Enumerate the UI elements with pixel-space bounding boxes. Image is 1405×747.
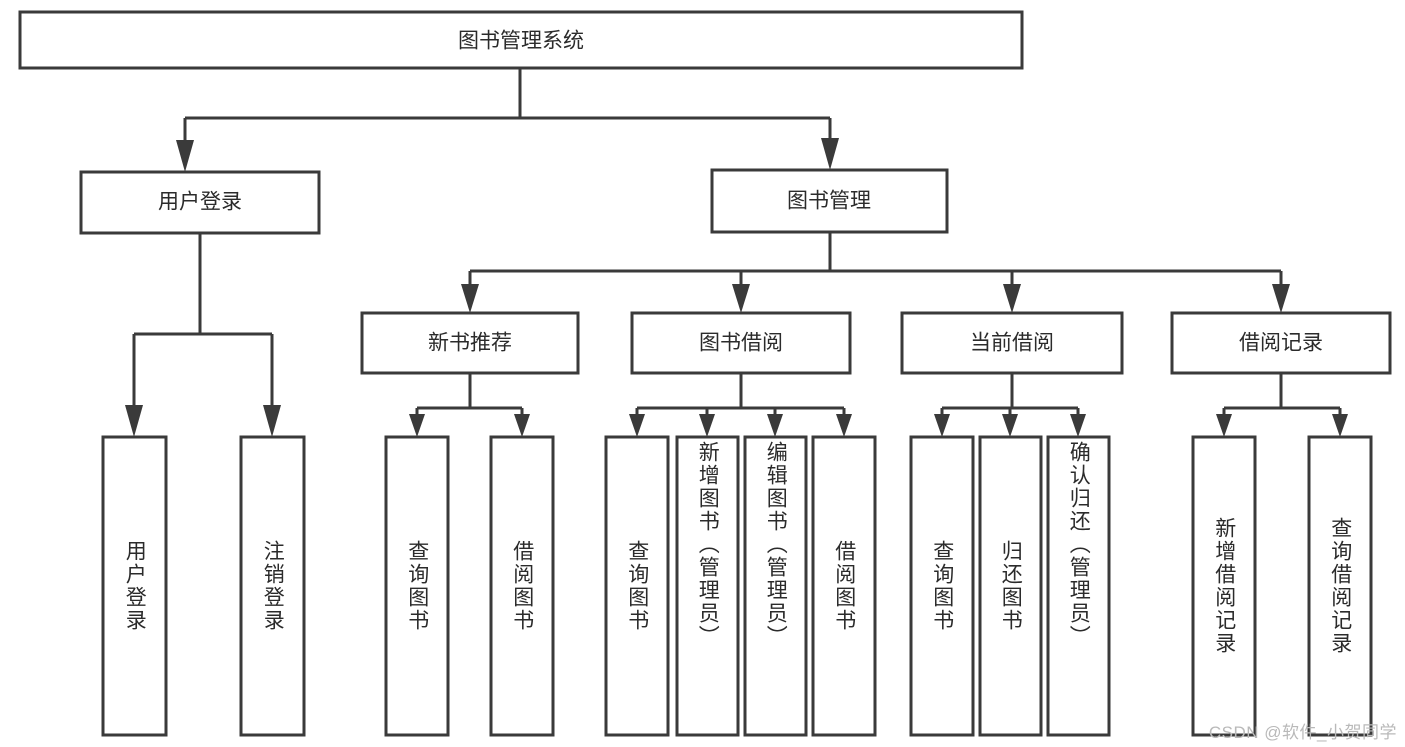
connector-group-book-manage [461, 232, 1290, 313]
node-current-borrow-label: 当前借阅 [970, 332, 1054, 355]
connector-group-user-login [125, 233, 281, 437]
arrow-head-leaf-user-login-1 [263, 405, 281, 437]
arrow-head-borrow-record [1272, 284, 1290, 313]
leaf-group-borrow-record [1191, 435, 1373, 737]
node-current-borrow-box[interactable] [900, 311, 1124, 375]
node-current-borrow[interactable]: 当前借阅 [900, 311, 1124, 375]
arrow-head-leaf-bb-2 [767, 414, 783, 437]
arrow-head-leaf-user-login-0 [125, 405, 143, 437]
node-new-book-recommend-box[interactable] [360, 311, 580, 375]
leaf-box-nbr-1[interactable] [489, 435, 555, 737]
arrow-head-leaf-nbr-0 [409, 414, 425, 437]
leaf-box-cb-0[interactable] [909, 435, 975, 737]
connector-group-root [176, 68, 839, 172]
node-borrow-record[interactable]: 借阅记录 [1170, 311, 1392, 375]
leaf-box-br-1[interactable] [1307, 435, 1373, 737]
arrow-head-leaf-bb-1 [699, 414, 715, 437]
connector-group-book-borrow [629, 373, 852, 437]
node-root[interactable]: 图书管理系统 [18, 10, 1024, 70]
node-new-book-recommend[interactable]: 新书推荐 [360, 311, 580, 375]
node-book-manage-box[interactable] [710, 168, 949, 234]
arrow-head-leaf-bb-0 [629, 414, 645, 437]
arrow-head-user-login [176, 140, 194, 172]
arrow-head-leaf-cb-2 [1070, 414, 1086, 437]
leaf-box-bb-0[interactable] [604, 435, 670, 737]
arrow-head-leaf-cb-1 [1002, 414, 1018, 437]
leaf-box-nbr-0[interactable] [384, 435, 450, 737]
leaf-box-user-login-1[interactable] [239, 435, 306, 737]
node-root-label: 图书管理系统 [458, 30, 584, 53]
csdn-watermark: CSDN @软件_小贺同学 [1208, 723, 1397, 742]
node-book-borrow-label: 图书借阅 [699, 332, 783, 355]
leaf-box-cb-1[interactable] [978, 435, 1043, 737]
leaf-group-current-borrow [909, 435, 1111, 737]
node-book-borrow[interactable]: 图书借阅 [630, 311, 852, 375]
node-new-book-recommend-label: 新书推荐 [428, 332, 512, 355]
leaf-group-book-borrow [604, 435, 877, 737]
node-borrow-record-label: 借阅记录 [1239, 332, 1323, 355]
leaf-box-cb-2[interactable] [1046, 435, 1111, 737]
connector-group-borrow-record [1216, 373, 1348, 437]
node-user-login[interactable]: 用户登录 [79, 170, 321, 235]
arrow-head-leaf-br-0 [1216, 414, 1232, 437]
connector-group-current-borrow [934, 373, 1086, 437]
arrow-head-leaf-br-1 [1332, 414, 1348, 437]
leaf-box-br-0[interactable] [1191, 435, 1257, 737]
node-book-manage-label: 图书管理 [787, 190, 871, 213]
arrow-head-leaf-nbr-1 [514, 414, 530, 437]
arrow-head-leaf-cb-0 [934, 414, 950, 437]
leaf-box-bb-3[interactable] [811, 435, 877, 737]
node-book-borrow-box[interactable] [630, 311, 852, 375]
leaf-box-user-login-0[interactable] [101, 435, 168, 737]
leaf-box-bb-2[interactable] [743, 435, 808, 737]
arrow-head-new-book-recommend [461, 284, 479, 313]
arrow-head-leaf-bb-3 [836, 414, 852, 437]
node-user-login-label: 用户登录 [158, 191, 242, 214]
node-book-manage[interactable]: 图书管理 [710, 168, 949, 234]
leaf-box-bb-1[interactable] [675, 435, 740, 737]
leaf-group-user-login [101, 435, 306, 737]
arrow-head-current-borrow [1003, 284, 1021, 313]
leaf-group-new-book-recommend [384, 435, 555, 737]
node-borrow-record-box[interactable] [1170, 311, 1392, 375]
node-user-login-box[interactable] [79, 170, 321, 235]
connector-group-new-book-recommend [409, 373, 530, 437]
arrow-head-book-borrow [732, 284, 750, 313]
node-root-box[interactable] [18, 10, 1024, 70]
arrow-head-book-manage [821, 138, 839, 170]
